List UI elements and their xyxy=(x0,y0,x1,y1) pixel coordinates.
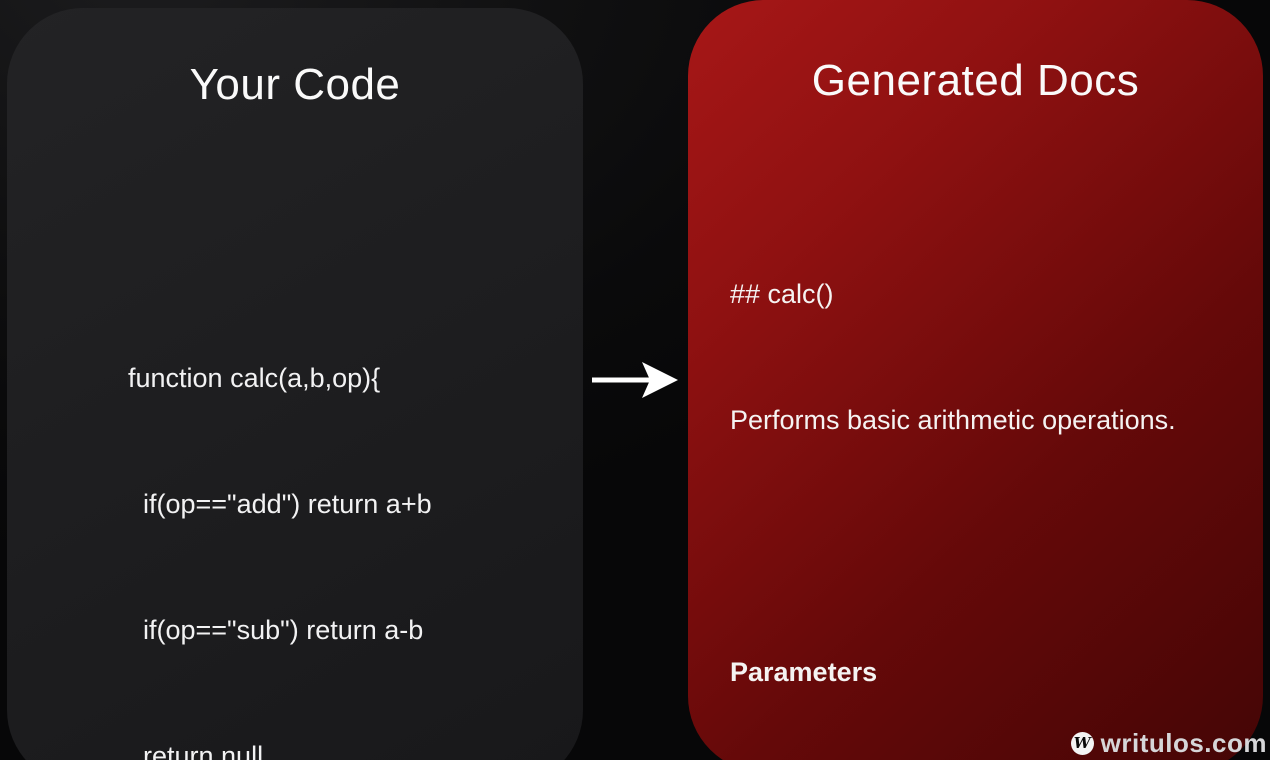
your-code-title: Your Code xyxy=(189,60,401,109)
code-line: return null xyxy=(128,741,264,760)
right-arrow-icon xyxy=(586,356,686,404)
code-snippet: function calc(a,b,op){ if(op=="add") ret… xyxy=(128,273,432,760)
doc-content: ## calc() Performs basic arithmetic oper… xyxy=(730,189,1176,760)
watermark-site-text: writulos.com xyxy=(1100,728,1267,758)
code-line: if(op=="sub") return a-b xyxy=(128,615,424,645)
watermark: W writulos.com xyxy=(1070,728,1267,759)
parameters-heading: Parameters xyxy=(730,657,878,687)
writulos-logo-icon: W xyxy=(1070,732,1094,755)
code-line: function calc(a,b,op){ xyxy=(128,363,381,393)
spacer xyxy=(730,525,1176,567)
doc-description: Performs basic arithmetic operations. xyxy=(730,405,1176,435)
your-code-panel: Your Code function calc(a,b,op){ if(op==… xyxy=(7,8,583,760)
generated-docs-panel: Generated Docs ## calc() Performs basic … xyxy=(688,0,1263,760)
doc-heading: ## calc() xyxy=(730,279,834,309)
code-line: if(op=="add") return a+b xyxy=(128,489,432,519)
generated-docs-title: Generated Docs xyxy=(811,56,1140,105)
